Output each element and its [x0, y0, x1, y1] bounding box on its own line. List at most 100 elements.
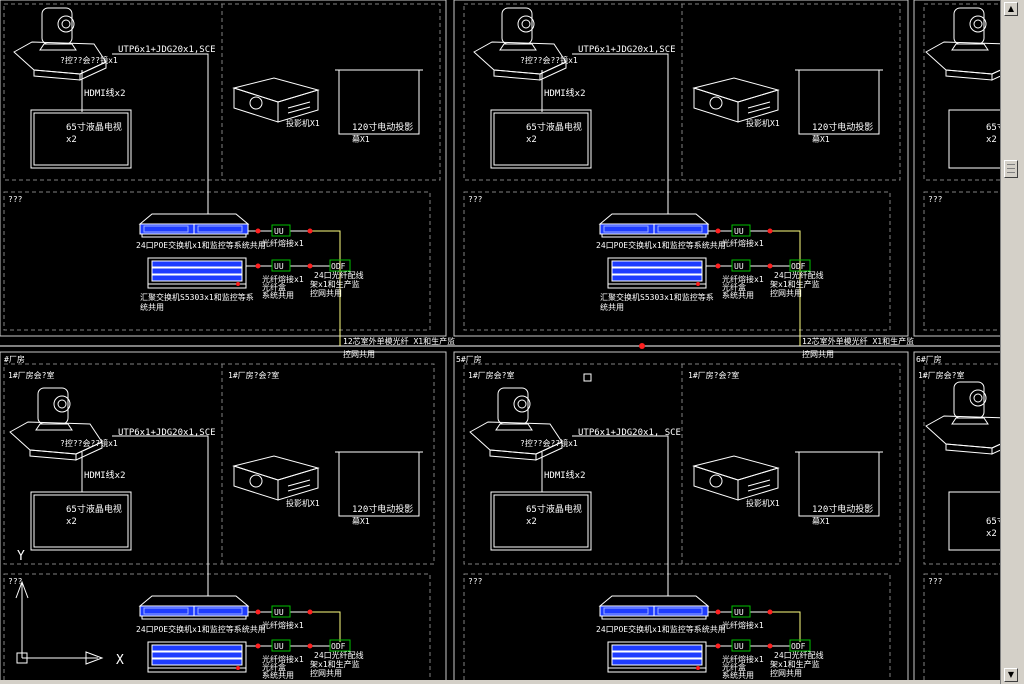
svg-text:???: ???: [468, 577, 483, 586]
svg-text:系统共用: 系统共用: [722, 290, 754, 300]
camera-icon: [13, 7, 107, 81]
room-label-c: 1#厂房会?室: [468, 370, 514, 380]
core-label: 汇聚交换机S5303x1和监控等系: [140, 292, 254, 302]
tv-icon: [30, 491, 132, 551]
svg-text:光纤熔接x1: 光纤熔接x1: [722, 274, 764, 284]
scroll-thumb[interactable]: [1004, 160, 1018, 178]
tv-icon: [30, 109, 132, 169]
svg-text:24口光纤配线: 24口光纤配线: [314, 650, 364, 660]
svg-text:UU: UU: [734, 262, 744, 271]
room-label-b: 1#厂房?会?室: [228, 370, 279, 380]
horizontal-scrollbar-edge[interactable]: [0, 680, 1000, 684]
building-label-mid: 5#厂房: [456, 354, 482, 364]
svg-text:幕X1: 幕X1: [352, 516, 370, 526]
camera-icon: [473, 7, 567, 81]
svg-text:x2: x2: [986, 529, 997, 539]
odf-box: [329, 259, 351, 272]
svg-text:?控??会??镜x1: ?控??会??镜x1: [520, 438, 578, 448]
svg-text:HDMI线x2: HDMI线x2: [544, 469, 586, 481]
svg-text:12芯室外单模光纤 X1和生产监: 12芯室外单模光纤 X1和生产监: [802, 336, 914, 346]
block-bottom-a: ?控??会??镜x1 UTP6x1+JDG20x1,SCE HDMI线x2 65…: [8, 387, 423, 680]
core-switch-icon: [607, 641, 707, 673]
svg-text:x2: x2: [526, 135, 537, 145]
ucs-x-label: X: [116, 653, 124, 668]
tv-icon: [490, 109, 592, 169]
core-label-2: 统共用: [140, 302, 164, 312]
fiber-label-2: 控网共用: [343, 349, 375, 359]
svg-text:65寸液晶电视: 65寸液晶电视: [526, 121, 582, 133]
svg-text:???: ???: [928, 195, 943, 204]
svg-text:HDMI线x2: HDMI线x2: [84, 469, 126, 481]
svg-text:光纤熔接x1: 光纤熔接x1: [262, 620, 304, 630]
svg-text:UU: UU: [274, 262, 284, 271]
room-label: ???: [8, 195, 23, 204]
svg-text:系统共用: 系统共用: [722, 670, 754, 680]
svg-text:控网共用: 控网共用: [310, 288, 342, 298]
tv-label: 65寸液晶电视: [66, 121, 122, 133]
network-diagram: ?控??会??镜x1 UTP6x1+JDG20x1,SCE HDMI线x2 65…: [0, 0, 1000, 684]
svg-text:光纤熔接x1: 光纤熔接x1: [722, 238, 764, 248]
svg-text:光纤盒: 光纤盒: [722, 662, 746, 672]
svg-text:24口POE交换机x1和监控等系统共用: 24口POE交换机x1和监控等系统共用: [596, 240, 726, 250]
svg-text:ODF: ODF: [791, 642, 806, 651]
projector-icon: [693, 77, 779, 123]
core-switch-icon: [607, 257, 707, 289]
svg-text:架x1和生产监: 架x1和生产监: [770, 659, 820, 669]
svg-text:65寸: 65寸: [986, 121, 1000, 133]
svg-text:x2: x2: [66, 517, 77, 527]
cable-label: UTP6x1+JDG20x1,SCE: [118, 45, 216, 55]
block-top-b: ?控??会??镜x1 UTP6x1+JDG20x1,SCE HDMI线x2 65…: [468, 7, 914, 359]
svg-text:1#厂房?会?室: 1#厂房?会?室: [688, 370, 739, 380]
poe-switch-icon: [139, 595, 249, 620]
scroll-down-button[interactable]: ▼: [1004, 668, 1018, 682]
svg-text:ODF: ODF: [791, 262, 806, 271]
poe-switch-icon: [599, 213, 709, 238]
projector-label: 投影机X1: [286, 118, 320, 128]
svg-text:投影机X1: 投影机X1: [746, 118, 780, 128]
core-switch-icon: [147, 641, 247, 673]
svg-text:120寸电动投影: 120寸电动投影: [812, 121, 873, 133]
uu-label: UU: [274, 227, 284, 236]
svg-text:统共用: 统共用: [600, 302, 624, 312]
svg-text:架x1和生产监: 架x1和生产监: [310, 659, 360, 669]
svg-text:24口POE交换机x1和监控等系统共用: 24口POE交换机x1和监控等系统共用: [136, 624, 266, 634]
block-right-partial: 65寸 x2 ??? 65寸 x2 ???: [925, 7, 1000, 586]
svg-text:UU: UU: [274, 642, 284, 651]
svg-text:x2: x2: [986, 135, 997, 145]
ucs-icon: [15, 580, 104, 665]
svg-text:?控??会??镜x1: ?控??会??镜x1: [60, 438, 118, 448]
svg-text:24口光纤配线: 24口光纤配线: [774, 650, 824, 660]
svg-text:汇聚交换机S5303x1和监控等系: 汇聚交换机S5303x1和监控等系: [600, 292, 714, 302]
camera-icon: [9, 387, 103, 461]
poe-switch-icon: [599, 595, 709, 620]
camera-label: ?控??会??镜x1: [60, 55, 118, 65]
cad-drawing-canvas[interactable]: ?控??会??镜x1 UTP6x1+JDG20x1,SCE HDMI线x2 65…: [0, 0, 1000, 684]
svg-text:系统共用: 系统共用: [262, 290, 294, 300]
svg-text:???: ???: [8, 577, 23, 586]
fiber-label: 12芯室外单模光纤 X1和生产监: [343, 336, 455, 346]
building-label-right: 6#厂房: [916, 354, 942, 364]
camera-icon: [925, 381, 1000, 455]
svg-text:幕X1: 幕X1: [812, 516, 830, 526]
svg-text:UTP6x1+JDG20x1,SCE: UTP6x1+JDG20x1,SCE: [118, 428, 216, 438]
svg-text:ODF: ODF: [331, 642, 346, 651]
projector-icon: [693, 455, 779, 501]
svg-text:???: ???: [468, 195, 483, 204]
svg-text:120寸电动投影: 120寸电动投影: [812, 503, 873, 515]
svg-text:1#厂房会?室: 1#厂房会?室: [918, 370, 964, 380]
svg-text:65寸液晶电视: 65寸液晶电视: [526, 503, 582, 515]
svg-text:光纤熔接x1: 光纤熔接x1: [262, 274, 304, 284]
vertical-scrollbar[interactable]: ▲ ▼: [1000, 0, 1024, 684]
svg-text:控网共用: 控网共用: [770, 288, 802, 298]
svg-text:架x1和生产监: 架x1和生产监: [310, 279, 360, 289]
svg-text:UTP6x1+JDG20x1, SCE: UTP6x1+JDG20x1, SCE: [578, 428, 681, 438]
svg-text:24口POE交换机x1和监控等系统共用: 24口POE交换机x1和监控等系统共用: [596, 624, 726, 634]
svg-text:???: ???: [928, 577, 943, 586]
transceiver-label: 光纤熔接x1: [262, 238, 304, 248]
scroll-up-button[interactable]: ▲: [1004, 2, 1018, 16]
svg-text:光纤盒: 光纤盒: [262, 662, 286, 672]
screen-qty: 幕X1: [352, 134, 370, 144]
ucs-y-label: Y: [17, 549, 25, 564]
svg-text:系统共用: 系统共用: [262, 670, 294, 680]
camera-icon: [925, 7, 1000, 81]
